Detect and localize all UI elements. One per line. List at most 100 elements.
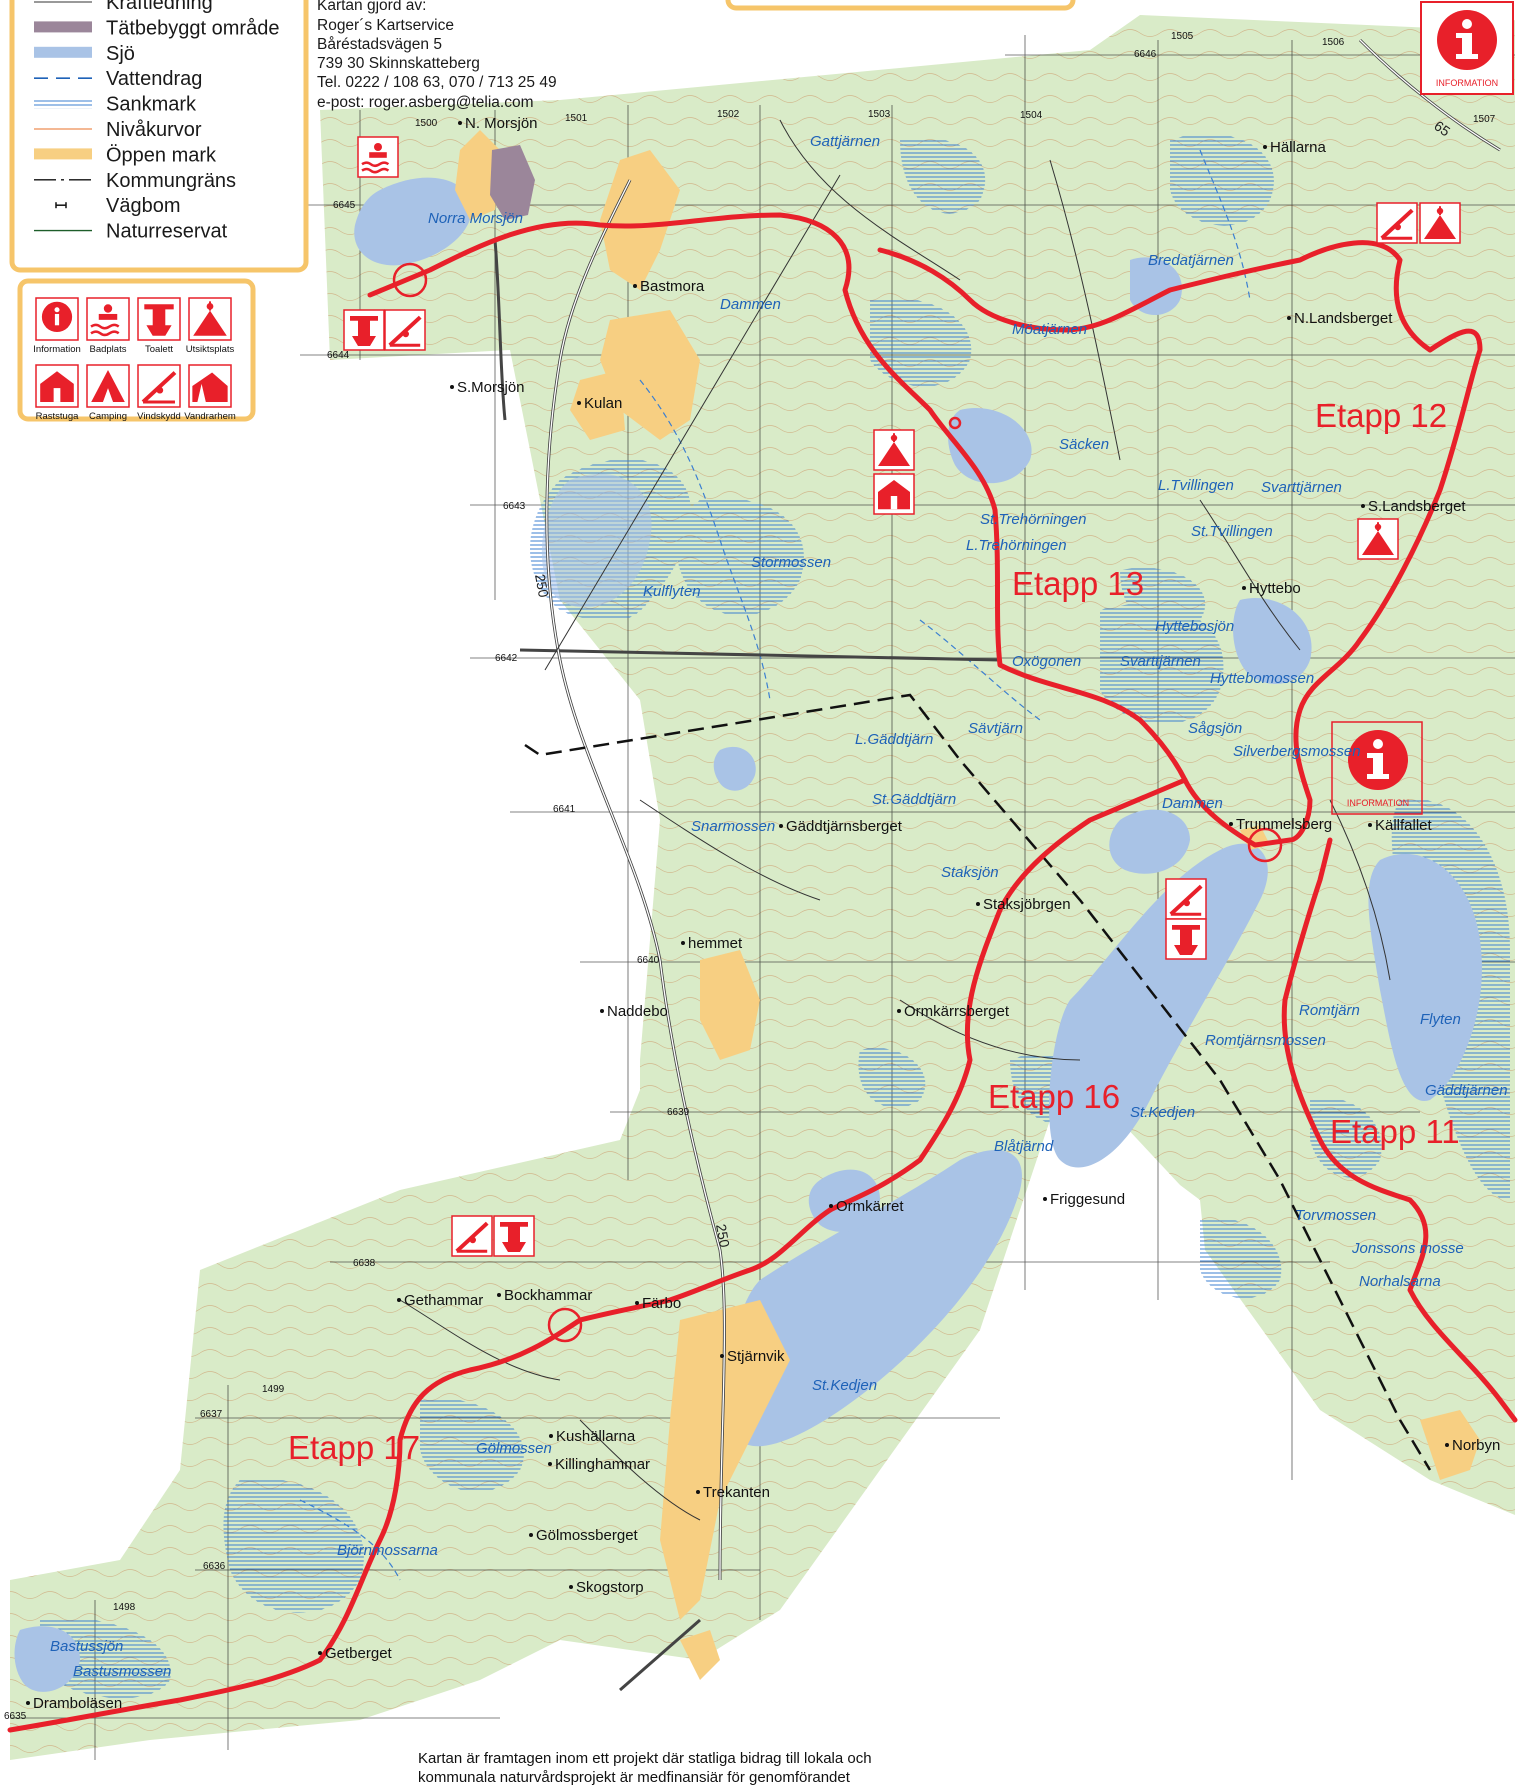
shelter-icon bbox=[137, 364, 181, 408]
grid-x-1504: 1504 bbox=[1020, 110, 1043, 121]
water-hyttebosjön: Hyttebosjön bbox=[1155, 618, 1234, 635]
water-st-kedjen: St.Kedjen bbox=[1130, 1104, 1195, 1121]
legend-label-lake: Sjö bbox=[106, 43, 135, 65]
swimming-icon bbox=[86, 297, 130, 341]
toilet-icon bbox=[137, 297, 181, 341]
water-st-gäddtjärn: St.Gäddtjärn bbox=[872, 791, 956, 808]
grid-y-6640: 6640 bbox=[637, 955, 660, 966]
water-bredatjärnen: Bredatjärnen bbox=[1148, 252, 1234, 269]
place-dramboläsen: Dramboläsen bbox=[33, 1695, 122, 1712]
water-st-kedjen: St.Kedjen bbox=[812, 1377, 877, 1394]
map-shelter-icon-11 bbox=[451, 1215, 493, 1257]
grid-y-6637: 6637 bbox=[200, 1409, 223, 1420]
place-hemmet: hemmet bbox=[688, 935, 743, 952]
water-bastussjön: Bastussjön bbox=[50, 1638, 123, 1655]
credit-line-4: 739 30 Skinnskatteberg bbox=[317, 55, 480, 72]
stage-label-16: Etapp 16 bbox=[988, 1078, 1120, 1115]
information-badge-trummelsberg-label: INFORMATION bbox=[1347, 798, 1409, 808]
water-silverbergsmossen: Silverbergsmossen bbox=[1233, 743, 1361, 760]
place-trummelsberg: Trummelsberg bbox=[1236, 816, 1332, 833]
place-hyttebo: Hyttebo bbox=[1249, 580, 1301, 597]
place-s-landsberget: S.Landsberget bbox=[1368, 498, 1466, 515]
map-viewpoint-icon-8 bbox=[1357, 518, 1399, 560]
place-labels: N. MorsjönBastmoraS.MorsjönKulanHällarna… bbox=[26, 115, 1500, 1712]
place-bastmora: Bastmora bbox=[640, 278, 705, 295]
water-svarttjärnen: Svarttjärnen bbox=[1120, 653, 1201, 670]
water-flyten: Flyten bbox=[1420, 1011, 1461, 1028]
water-norhalsarna: Norhalsarna bbox=[1359, 1273, 1441, 1290]
water-st-trehörningen: St.Trehörningen bbox=[980, 511, 1086, 528]
place-ormkärret: Ormkärret bbox=[836, 1198, 904, 1215]
lakes bbox=[14, 177, 1482, 1692]
legend-label-open-land: Öppen mark bbox=[106, 144, 217, 166]
grid-x-1505: 1505 bbox=[1171, 31, 1194, 42]
information-badge-top-label: INFORMATION bbox=[1436, 78, 1498, 88]
place-n-morsjön: N. Morsjön bbox=[465, 115, 538, 132]
symbol-caption-shelter: Vindskydd bbox=[137, 411, 181, 422]
powerline bbox=[544, 174, 841, 671]
credit-line-3: Båréstadsvägen 5 bbox=[317, 36, 442, 53]
grid-y-6646: 6646 bbox=[1134, 49, 1157, 60]
place-friggesund: Friggesund bbox=[1050, 1191, 1125, 1208]
symbol-legend-hostel: Vandrarhem bbox=[184, 364, 236, 422]
grid-x-1499: 1499 bbox=[262, 1384, 285, 1395]
place-trekanten: Trekanten bbox=[703, 1484, 770, 1501]
symbol-caption-toilet: Toalett bbox=[145, 344, 173, 355]
grid-y-6636: 6636 bbox=[203, 1561, 226, 1572]
stage-labels: Etapp 12 Etapp 13 Etapp 16 Etapp 11 Etap… bbox=[288, 397, 1460, 1466]
road-numbers: 250 250 65 bbox=[532, 117, 1453, 1248]
place-stjärnvik: Stjärnvik bbox=[727, 1348, 785, 1365]
footer-note: Kartan är framtagen inom ett projekt där… bbox=[418, 1750, 872, 1786]
symbol-caption-viewpoint: Utsiktsplats bbox=[186, 344, 235, 355]
hiking-trail bbox=[7, 212, 1518, 1733]
grid-y-6641: 6641 bbox=[553, 804, 576, 815]
water-björnmossarna: Björnmossarna bbox=[337, 1542, 438, 1559]
place-färbo: Färbo bbox=[642, 1295, 681, 1312]
place-bockhammar: Bockhammar bbox=[504, 1287, 592, 1304]
legend-row-open-land: Öppen mark bbox=[34, 144, 217, 166]
water-gattjärnen: Gattjärnen bbox=[810, 133, 880, 150]
road-number-250-south: 250 bbox=[713, 1223, 733, 1249]
legend-label-contour: Nivåkurvor bbox=[106, 119, 202, 141]
water-l-gäddtjärn: L.Gäddtjärn bbox=[855, 731, 933, 748]
water-stormossen: Stormossen bbox=[751, 554, 831, 571]
camping-icon bbox=[86, 364, 130, 408]
symbol-legend-toilet: Toalett bbox=[137, 297, 181, 355]
water-norra-morsjön: Norra Morsjön bbox=[428, 210, 523, 227]
place-norbyn: Norbyn bbox=[1452, 1437, 1500, 1454]
grid-y-6644: 6644 bbox=[327, 350, 350, 361]
legend-swatch-open-land bbox=[34, 148, 92, 160]
credit-line-1: Kartan gjord av: bbox=[317, 0, 426, 14]
water-svarttjärnen: Svarttjärnen bbox=[1261, 479, 1342, 496]
symbol-caption-swimming: Badplats bbox=[90, 344, 127, 355]
grid-y-6638: 6638 bbox=[353, 1258, 376, 1269]
legend-label-built-up: Tätbebyggt område bbox=[106, 17, 279, 39]
map-viewpoint-icon-4 bbox=[873, 429, 915, 471]
symbol-caption-rest-hut: Raststuga bbox=[36, 411, 79, 422]
stage-label-17: Etapp 17 bbox=[288, 1429, 420, 1466]
place-staksjöbrgen: Staksjöbrgen bbox=[983, 896, 1071, 913]
grid-x-1503: 1503 bbox=[868, 109, 891, 120]
symbol-caption-camping: Camping bbox=[89, 411, 127, 422]
symbol-legend-rest-hut: Raststuga bbox=[35, 364, 79, 422]
map-rest-hut-icon-5 bbox=[873, 473, 915, 515]
water-kulflyten: Kulflyten bbox=[643, 583, 701, 600]
map-land-area bbox=[10, 15, 1515, 1760]
place-kushällarna: Kushällarna bbox=[556, 1428, 636, 1445]
symbol-legend-camping: Camping bbox=[86, 364, 130, 422]
water-snarmossen: Snarmossen bbox=[691, 818, 775, 835]
water-gäddtjärnen: Gäddtjärnen bbox=[1425, 1082, 1508, 1099]
footer-line-2: kommunala naturvårdsprojekt är medfinans… bbox=[418, 1769, 851, 1786]
water-sävtjärn: Sävtjärn bbox=[968, 720, 1023, 737]
map-viewpoint-icon-7 bbox=[1419, 202, 1461, 244]
information-badge-trummelsberg: INFORMATION bbox=[1331, 721, 1423, 815]
legend-row-municipal-border: Kommungräns bbox=[34, 170, 236, 192]
grid-x-1507: 1507 bbox=[1473, 114, 1496, 125]
water-sågsjön: Sågsjön bbox=[1188, 720, 1242, 737]
place-n-landsberget: N.Landsberget bbox=[1294, 310, 1393, 327]
water-hyttebomossen: Hyttebomossen bbox=[1210, 670, 1314, 687]
water-dammen: Dammen bbox=[720, 296, 781, 313]
place-gäddtjärnsberget: Gäddtjärnsberget bbox=[786, 818, 903, 835]
